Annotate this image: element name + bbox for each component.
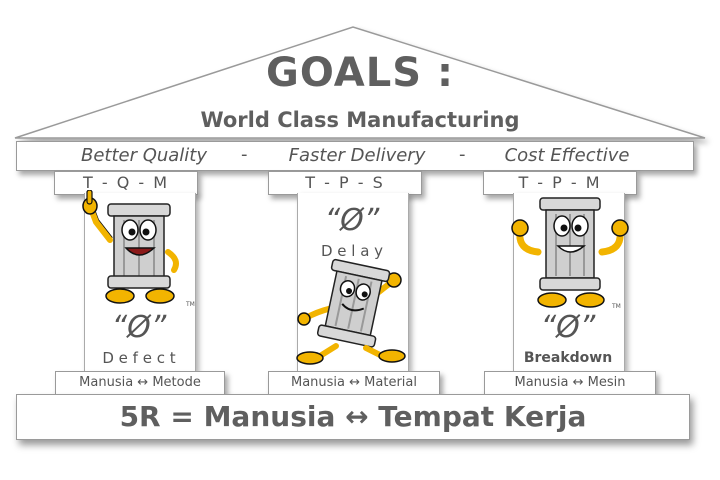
trademark-label: TM <box>185 301 195 308</box>
flexing-pillar-mascot-icon: TM <box>511 197 629 310</box>
pillar-base-tqm: Manusia ↔ Metode <box>55 371 225 395</box>
goals-beam <box>16 141 694 171</box>
trademark-label: TM <box>611 303 621 310</box>
pillar-cap-tpm: T - P - M <box>483 171 637 195</box>
goals-title: GOALS : <box>266 50 454 96</box>
target-word-breakdown: Breakdown <box>523 350 613 366</box>
goal-separator: - <box>459 144 466 165</box>
goal-faster-delivery: Faster Delivery <box>288 145 426 166</box>
running-pillar-mascot-icon <box>296 258 406 365</box>
pointing-pillar-mascot-icon: TM <box>82 190 195 308</box>
pillar-base-tps: Manusia ↔ Material <box>268 371 440 395</box>
zero-symbol-delay: “Ø” <box>324 203 380 238</box>
target-word-delay: D e l a y <box>320 242 384 260</box>
zero-symbol-breakdown: “Ø” <box>540 310 596 345</box>
goal-better-quality: Better Quality <box>80 145 208 166</box>
zero-symbol-defect: “Ø” <box>111 310 167 345</box>
goals-subtitle: World Class Manufacturing <box>200 108 520 132</box>
roof-pediment <box>14 26 706 139</box>
pillar-base-tpm: Manusia ↔ Mesin <box>484 371 656 395</box>
goal-separator: - <box>241 144 248 165</box>
pillar-cap-tps: T - P - S <box>268 171 422 195</box>
foundation-5r: 5R = Manusia ↔ Tempat Kerja <box>16 394 690 440</box>
goal-cost-effective: Cost Effective <box>504 145 630 166</box>
target-word-defect: D e f e c t <box>102 349 176 367</box>
